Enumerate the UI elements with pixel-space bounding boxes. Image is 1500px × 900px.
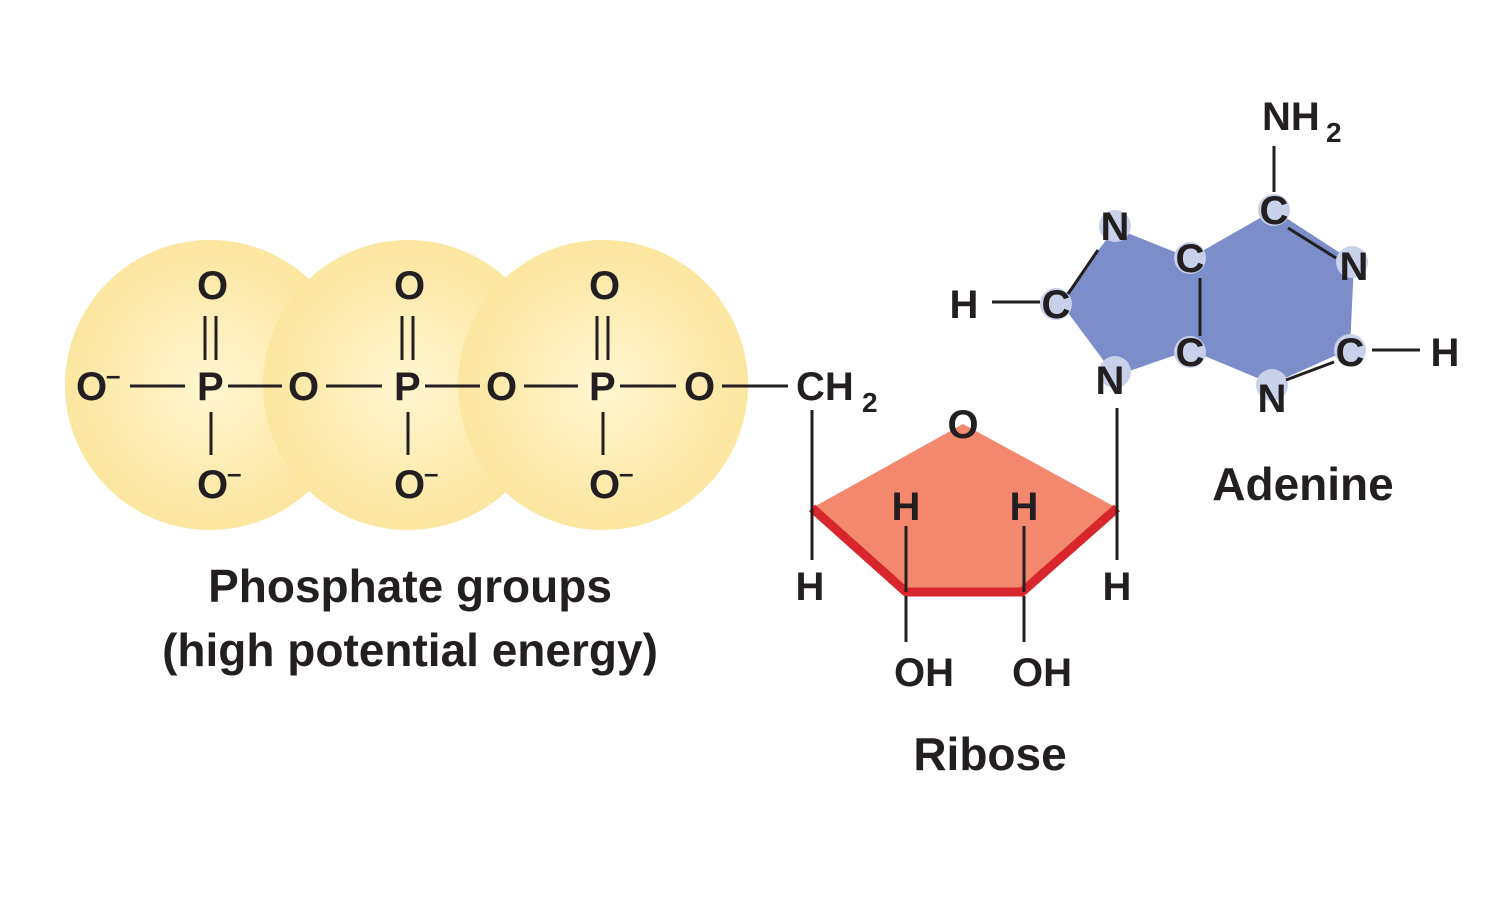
- highlight-c-right: [1334, 334, 1366, 366]
- phosphate-groups: O – O P O – O O P O – O O P O – O: [65, 240, 788, 676]
- phosphate-circle-3: [458, 240, 748, 530]
- ribose-ring-oxygen: O: [947, 403, 978, 447]
- highlight-n-right-top: [1336, 246, 1368, 278]
- highlight-c-center-top: [1174, 242, 1206, 274]
- highlight-c-left: [1040, 288, 1072, 320]
- adenine-c-top: C: [1260, 189, 1289, 233]
- adenine-c-center-bottom: C: [1176, 331, 1205, 375]
- phosphorus-3: P: [589, 365, 616, 409]
- highlight-n-bottom: [1256, 369, 1288, 401]
- phosphate-3-bottom-oxygen: O: [589, 463, 620, 507]
- ribose-label: Ribose: [913, 728, 1066, 780]
- adenine-n-right-top: N: [1340, 245, 1369, 289]
- adenine-c-left: C: [1042, 283, 1071, 327]
- ribose: CH 2 O H H H OH OH H Ribose: [796, 365, 1132, 780]
- ribose-h-inner-2: H: [1010, 485, 1039, 529]
- phosphorus-1: P: [197, 365, 224, 409]
- phosphate-2-top-oxygen: O: [394, 264, 425, 308]
- adenine-n-bottom-left: N: [1096, 359, 1125, 403]
- adenine-h-left: H: [950, 283, 979, 327]
- highlight-c-top: [1258, 194, 1290, 226]
- adenine: N C H N C C C N C H N NH 2 Adenine: [950, 95, 1460, 510]
- double-bond-n-c-left: [1066, 249, 1100, 295]
- adenine-nh2: NH: [1262, 95, 1320, 139]
- phosphorus-2: P: [394, 365, 421, 409]
- phosphate-2-bottom-charge: –: [424, 458, 438, 488]
- adenine-n-bottom: N: [1258, 377, 1287, 421]
- ribose-oh-2: OH: [1012, 651, 1072, 695]
- adenine-h-right: H: [1431, 331, 1460, 375]
- terminal-oxygen-charge: –: [106, 360, 120, 390]
- phosphate-label-line1: Phosphate groups: [208, 560, 612, 612]
- terminal-oxygen: O: [76, 365, 107, 409]
- adenine-rings: [1060, 210, 1354, 384]
- ribose-h-inner-1: H: [892, 485, 921, 529]
- adenine-label: Adenine: [1212, 458, 1393, 510]
- adenine-nh2-subscript: 2: [1326, 117, 1342, 148]
- double-bond-c-top-n: [1287, 226, 1337, 260]
- highlight-c-center-bottom: [1174, 336, 1206, 368]
- phosphate-1-bottom-oxygen: O: [197, 463, 228, 507]
- phosphate-label-line2: (high potential energy): [162, 624, 658, 676]
- phosphate-2-bottom-oxygen: O: [394, 463, 425, 507]
- adenine-n-top-left: N: [1101, 205, 1130, 249]
- phosphate-1-bottom-charge: –: [227, 458, 241, 488]
- ribose-h-left: H: [796, 565, 825, 609]
- bridge-oxygen-3: O: [684, 365, 715, 409]
- adenine-c-right: C: [1336, 331, 1365, 375]
- bridge-oxygen-1: O: [288, 365, 319, 409]
- ribose-ring-front-edge: [809, 504, 1120, 597]
- phosphate-3-bottom-charge: –: [619, 458, 633, 488]
- bridge-oxygen-2: O: [486, 365, 517, 409]
- ch2-subscript: 2: [862, 387, 878, 418]
- double-bond-c-right-n: [1285, 360, 1335, 382]
- highlight-n-bottom-left: [1099, 356, 1131, 388]
- highlight-n-top-left: [1099, 210, 1131, 242]
- ribose-ring: [812, 424, 1117, 592]
- ribose-oh-1: OH: [894, 651, 954, 695]
- phosphate-1-top-oxygen: O: [197, 264, 228, 308]
- ribose-h-right: H: [1103, 565, 1132, 609]
- phosphate-3-top-oxygen: O: [589, 264, 620, 308]
- adenine-c-center-top: C: [1176, 237, 1205, 281]
- ch2-group: CH: [796, 365, 854, 409]
